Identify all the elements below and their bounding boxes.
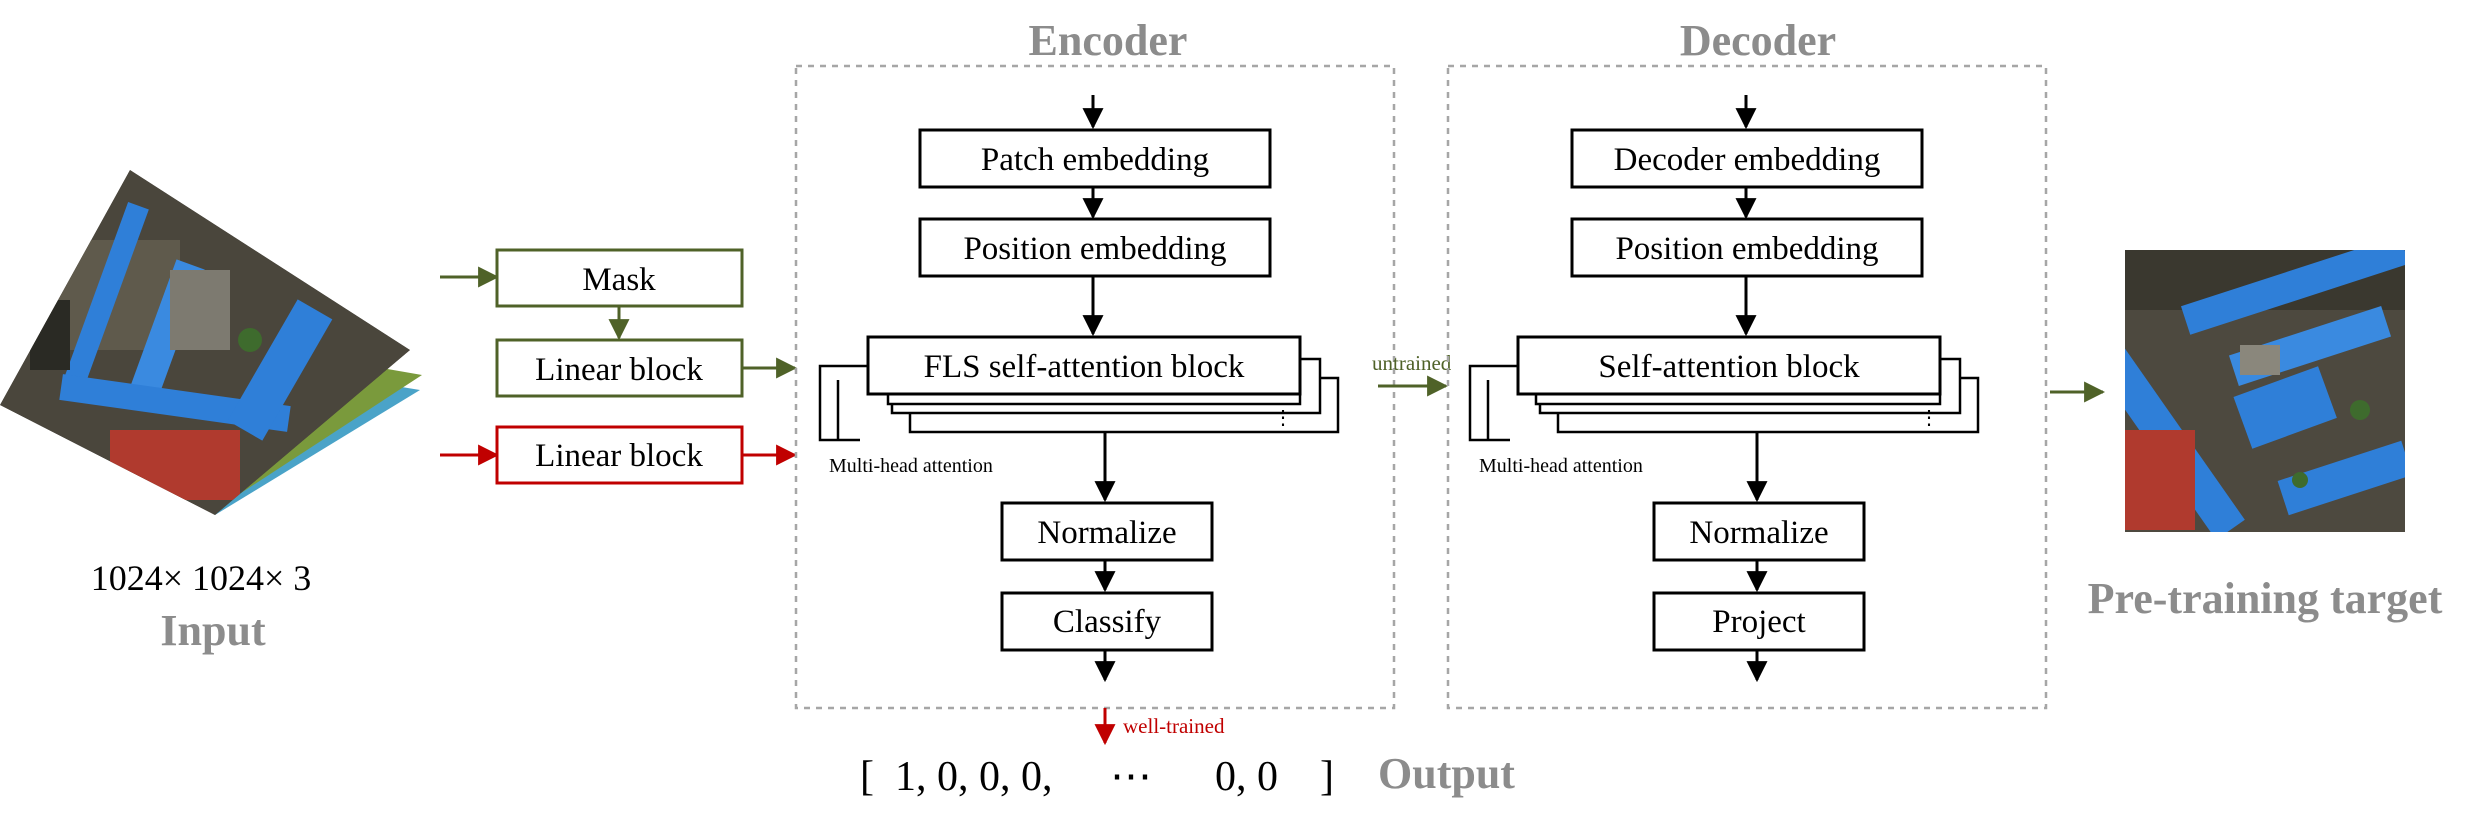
self-attention-block <box>1516 335 1942 396</box>
decoder-position-embedding-label: Position embedding <box>1615 231 1878 267</box>
encoder-position-embedding-label: Position embedding <box>963 231 1226 267</box>
linear-block-green <box>495 338 744 398</box>
encoder-normalize-box <box>1000 501 1214 562</box>
encoder-container <box>794 64 1396 710</box>
well-trained-label: well-trained <box>1123 714 1225 738</box>
decoder-normalize-label: Normalize <box>1689 515 1828 551</box>
encoder-multi-head-bracket <box>818 364 868 442</box>
project-box <box>1652 591 1866 652</box>
decoder-normalize-box <box>1652 501 1866 562</box>
mask-label: Mask <box>582 262 656 298</box>
project-label: Project <box>1712 604 1805 640</box>
linear-block-red-label: Linear block <box>535 438 703 474</box>
target-label: Pre-training target <box>2088 574 2443 623</box>
decoder-embedding-label: Decoder embedding <box>1614 142 1881 178</box>
decoder-multi-head-bracket <box>1468 364 1518 442</box>
decoder-multi-head-label: Multi-head attention <box>1479 455 1643 477</box>
untrained-label: untrained <box>1372 351 1452 375</box>
mask-block <box>495 248 744 308</box>
output-vector-values: 1, 0, 0, 0, <box>895 754 1053 800</box>
decoder-container <box>1446 64 2048 710</box>
decoder-stack-ellipsis: ⋮ <box>1919 407 1939 429</box>
input-label: Input <box>160 606 266 655</box>
encoder-multi-head-label: Multi-head attention <box>829 455 993 477</box>
output-label: Output <box>1378 749 1515 798</box>
input-image <box>0 170 422 515</box>
decoder-embedding-box <box>1570 128 1924 189</box>
encoder-normalize-label: Normalize <box>1037 515 1176 551</box>
decoder-title: Decoder <box>1680 16 1836 65</box>
output-vector-ellipsis: ⋯ <box>1110 754 1152 800</box>
target-image <box>2125 250 2405 532</box>
encoder-position-embedding-box <box>918 217 1272 278</box>
fls-attention-block <box>866 335 1302 396</box>
self-attention-label: Self-attention block <box>1598 349 1860 385</box>
input-dims: 1024× 1024× 3 <box>91 558 312 598</box>
patch-embedding-box <box>918 128 1272 189</box>
fls-attention-label: FLS self-attention block <box>924 349 1245 385</box>
output-vector-tail: 0, 0 <box>1215 754 1278 800</box>
output-bracket-open: [ <box>860 754 874 800</box>
classify-box <box>1000 591 1214 652</box>
encoder-stack-ellipsis: ⋮ <box>1273 407 1293 429</box>
output-bracket-close: ] <box>1320 754 1334 800</box>
classify-label: Classify <box>1053 604 1162 640</box>
encoder-title: Encoder <box>1029 16 1188 65</box>
decoder-position-embedding-box <box>1570 217 1924 278</box>
linear-block-green-label: Linear block <box>535 352 703 388</box>
linear-block-red <box>495 425 744 485</box>
patch-embedding-label: Patch embedding <box>981 142 1209 178</box>
